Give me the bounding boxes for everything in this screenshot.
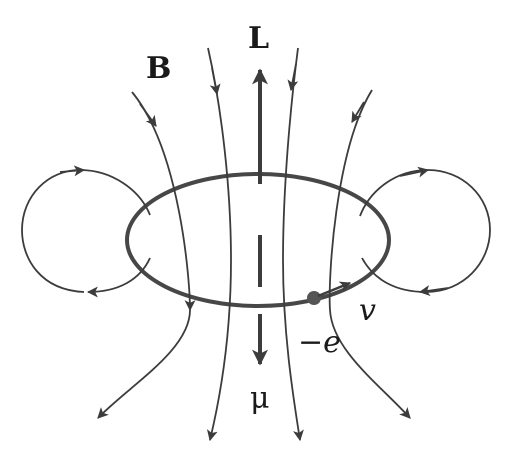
field-line-right-2 [282, 47, 304, 442]
side-field-arrow-right-top [399, 166, 430, 178]
electron [307, 291, 321, 305]
velocity-vector [317, 281, 352, 298]
label-velocity: v [359, 293, 376, 328]
field-line-right-1 [328, 89, 411, 419]
field-line-left-1 [97, 91, 196, 419]
side-field-loop-left-bottom [86, 257, 151, 298]
field-arrow-left-2 [209, 67, 221, 96]
field-arrow-right-1 [351, 101, 365, 123]
field-line-left-2 [206, 47, 232, 442]
label-electron-charge: −e [298, 325, 341, 360]
label-angular-momentum: L [248, 21, 269, 56]
side-field-arrow-right-bottom [418, 285, 449, 297]
side-field-arrow-left-top [59, 165, 86, 177]
field-arrow-right-2 [287, 63, 299, 92]
label-magnetic-moment: μ [250, 381, 270, 416]
side-field-loop-right [359, 169, 491, 293]
side-field-loop-left [21, 169, 151, 293]
label-magnetic-field: B [146, 51, 171, 86]
field-arrow-left-1 [139, 103, 157, 127]
